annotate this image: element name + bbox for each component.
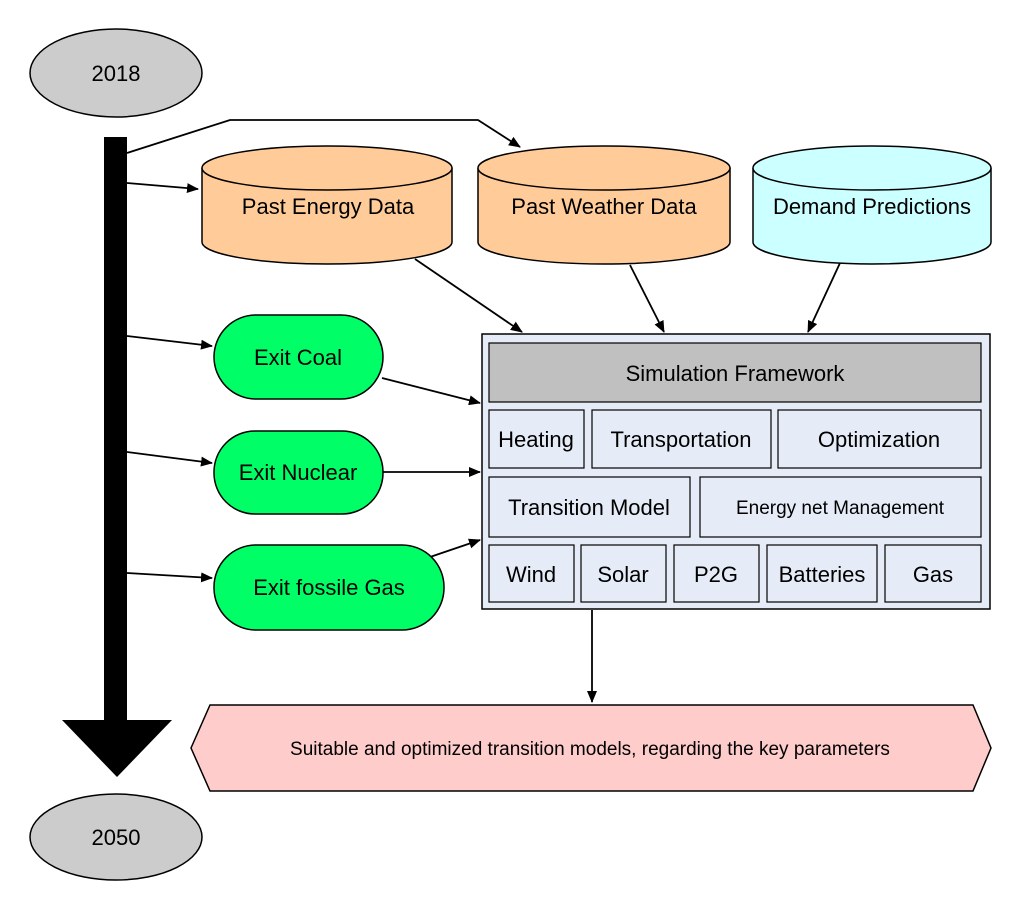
past-weather-data-cylinder: Past Weather Data — [477, 145, 731, 265]
framework-title-box — [488, 342, 982, 403]
exit-coal-label: Exit Coal — [254, 345, 342, 370]
p2g-label: P2G — [694, 562, 738, 587]
result-label: Suitable and optimized transition models… — [290, 739, 890, 760]
framework-row-1 — [488, 409, 982, 469]
framework-title: Simulation Framework — [626, 361, 846, 386]
framework-row-3 — [488, 544, 982, 603]
exit-coal-node: Exit Coal — [213, 314, 384, 400]
wind-box — [488, 544, 575, 603]
wind-label: Wind — [506, 562, 556, 587]
arrow-energy-to-framework — [414, 258, 523, 333]
optimization-label: Optimization — [818, 427, 940, 452]
arrow-timeline-to-coal — [126, 335, 213, 350]
demand-predictions-label: Demand Predictions — [773, 194, 971, 219]
framework-row-2 — [488, 476, 982, 538]
past-weather-data-label: Past Weather Data — [511, 194, 697, 219]
arrow-demand-to-framework — [807, 262, 841, 333]
timeline-arrow — [62, 137, 172, 777]
result-node: Suitable and optimized transition models… — [190, 704, 992, 792]
energy-net-management-box — [699, 476, 982, 538]
solar-box — [580, 544, 667, 603]
arrow-timeline-to-nuclear — [126, 451, 213, 467]
exit-nuclear-node: Exit Nuclear — [213, 430, 384, 515]
arrow-coal-to-framework — [381, 377, 481, 406]
year-start-ellipse — [29, 28, 203, 118]
exit-fossile-gas-label: Exit fossile Gas — [253, 575, 405, 600]
transition-model-box — [488, 476, 691, 538]
arrow-weather-to-framework — [629, 264, 665, 333]
connectors — [126, 119, 841, 703]
exit-nuclear-label: Exit Nuclear — [239, 460, 358, 485]
past-energy-data-label: Past Energy Data — [242, 194, 415, 219]
past-energy-data-cylinder: Past Energy Data — [201, 145, 453, 265]
year-end-node: 2050 — [29, 793, 203, 881]
year-start-label: 2018 — [92, 61, 141, 86]
transportation-label: Transportation — [610, 427, 751, 452]
energy-net-management-label: Energy net Management — [736, 498, 945, 519]
solar-label: Solar — [597, 562, 648, 587]
p2g-box — [673, 544, 760, 603]
arrow-timeline-to-gas — [126, 572, 213, 583]
arrow-timeline-to-energy — [126, 182, 199, 194]
arrow-gas-to-framework — [429, 538, 481, 558]
demand-predictions-cylinder: Demand Predictions — [752, 145, 992, 265]
exit-fossile-gas-node: Exit fossile Gas — [213, 544, 445, 631]
gas-label: Gas — [913, 562, 953, 587]
gas-box — [884, 544, 982, 603]
heating-label: Heating — [498, 427, 574, 452]
heating-box — [488, 409, 585, 469]
batteries-label: Batteries — [779, 562, 866, 587]
year-end-ellipse — [29, 793, 203, 881]
transportation-box — [591, 409, 772, 469]
arrow-timeline-to-weather — [126, 119, 521, 154]
optimization-box — [777, 409, 982, 469]
year-end-label: 2050 — [92, 825, 141, 850]
simulation-framework: Simulation Framework Heating Transportat… — [481, 333, 991, 610]
batteries-box — [766, 544, 878, 603]
transition-model-label: Transition Model — [508, 495, 670, 520]
result-hexagon — [190, 704, 992, 792]
year-start-node: 2018 — [29, 28, 203, 118]
